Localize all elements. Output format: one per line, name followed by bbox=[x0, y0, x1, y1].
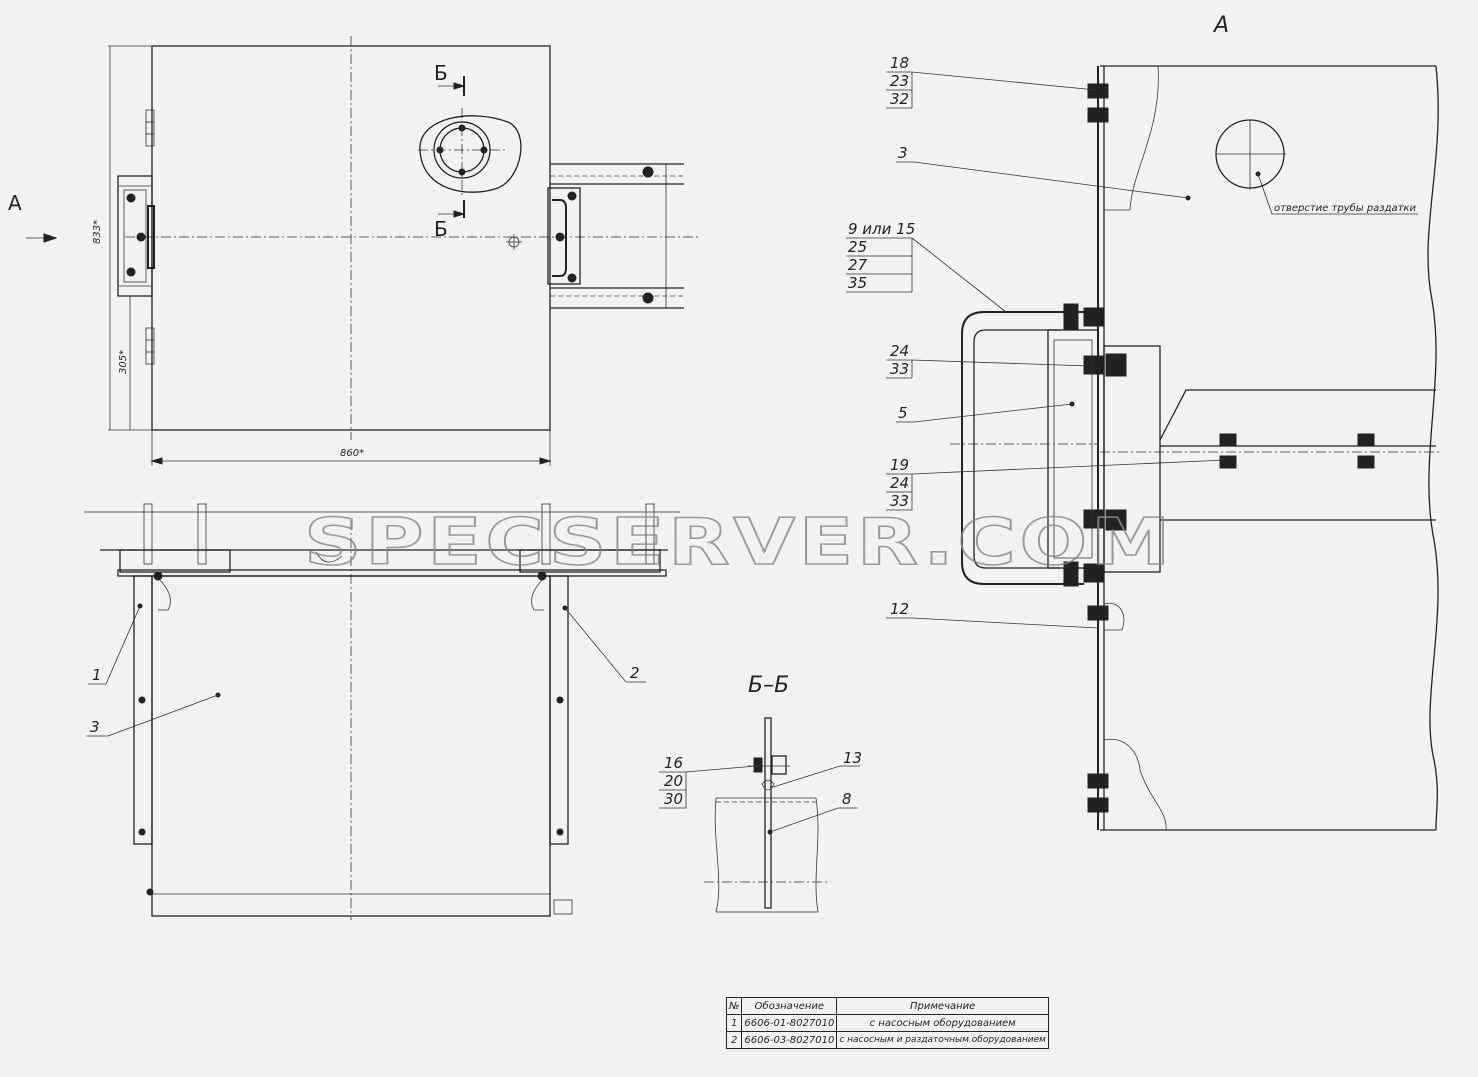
callout-24-b: 24 bbox=[890, 474, 909, 492]
callout-32: 32 bbox=[890, 90, 909, 108]
callout-9-or-15: 9 или 15 bbox=[848, 220, 915, 238]
flange-bolts bbox=[1063, 83, 1375, 813]
view-arrow-label: А bbox=[8, 191, 22, 215]
row-designation: 6606-03-8027010 bbox=[741, 1031, 838, 1049]
section-mark-bottom: Б bbox=[434, 217, 448, 241]
table-row: 2 6606-03-8027010 с насосным и раздаточн… bbox=[725, 1031, 1049, 1049]
callout-25: 25 bbox=[848, 238, 867, 256]
callout-33-b: 33 bbox=[890, 492, 909, 510]
callout-13: 13 bbox=[843, 749, 862, 767]
dim-width: 860* bbox=[340, 448, 364, 459]
callout-1: 1 bbox=[92, 666, 102, 684]
dim-height-lower: 305* bbox=[118, 350, 129, 374]
callout-33: 33 bbox=[890, 360, 909, 378]
section-b-b: Б–Б 16 20 30 13 8 bbox=[659, 673, 862, 913]
callout-3-view-a: 3 bbox=[898, 144, 908, 162]
callout-30: 30 bbox=[664, 790, 683, 808]
watermark: SPECSERVER.COM bbox=[304, 506, 1174, 580]
callout-27: 27 bbox=[848, 256, 868, 274]
section-title: Б–Б bbox=[748, 673, 789, 698]
callout-18: 18 bbox=[890, 54, 909, 72]
variant-table: № Обозначение Примечание 1 6606-01-80270… bbox=[725, 997, 1049, 1049]
callout-35: 35 bbox=[848, 274, 867, 292]
view-a-title: А bbox=[1212, 13, 1229, 38]
callout-8: 8 bbox=[842, 790, 852, 808]
callout-24: 24 bbox=[890, 342, 909, 360]
callout-23: 23 bbox=[890, 72, 909, 90]
table-row: 1 6606-01-8027010 с насосным оборудовани… bbox=[725, 1014, 1049, 1032]
callout-20: 20 bbox=[664, 772, 683, 790]
view-a: А bbox=[846, 13, 1440, 831]
row-note: с насосным и раздаточным оборудованием bbox=[836, 1031, 1049, 1049]
header-number: № bbox=[725, 997, 743, 1015]
row-note: с насосным оборудованием bbox=[836, 1014, 1049, 1032]
hole-note: отверстие трубы раздатки bbox=[1274, 202, 1417, 214]
header-note: Примечание bbox=[836, 997, 1049, 1015]
callout-5: 5 bbox=[898, 404, 908, 422]
dim-height-total: 833* bbox=[92, 220, 103, 244]
callout-19: 19 bbox=[890, 456, 909, 474]
section-mark-top: Б bbox=[434, 61, 448, 85]
row-number: 1 bbox=[725, 1014, 743, 1032]
variant-table-header: № Обозначение Примечание bbox=[725, 997, 1049, 1015]
callout-2: 2 bbox=[630, 664, 640, 682]
callout-16: 16 bbox=[664, 754, 683, 772]
row-number: 2 bbox=[725, 1031, 743, 1049]
callout-3: 3 bbox=[90, 718, 100, 736]
top-view: 1 2 3 bbox=[84, 503, 680, 920]
row-designation: 6606-01-8027010 bbox=[741, 1014, 838, 1032]
callout-12: 12 bbox=[890, 600, 909, 618]
view-a-handle bbox=[950, 311, 1099, 585]
front-view: Б Б 833* 305* 860* А bbox=[8, 36, 700, 466]
header-designation: Обозначение bbox=[741, 997, 838, 1015]
